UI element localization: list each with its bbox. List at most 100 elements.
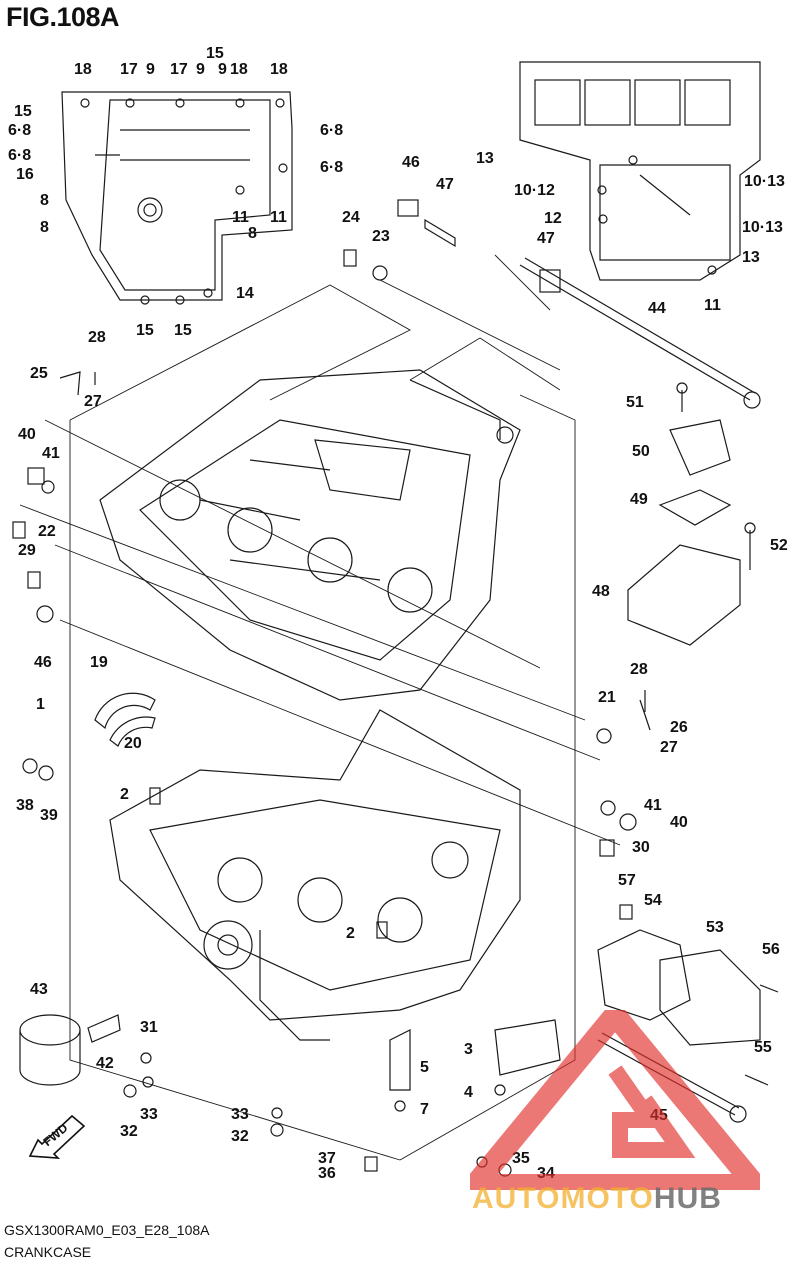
callout-label: 4: [464, 1084, 473, 1101]
callout-label: 15: [14, 103, 32, 120]
callout-label: 8: [40, 219, 49, 236]
callout-label: 43: [30, 981, 48, 998]
callout-label: 55: [754, 1039, 772, 1056]
callout-label: 15: [174, 322, 192, 339]
callout-label: 51: [626, 394, 644, 411]
callout-label: 32: [231, 1128, 249, 1145]
callout-label: 50: [632, 443, 650, 460]
callout-label: 21: [598, 689, 616, 706]
callout-label: 44: [648, 300, 666, 317]
bearing-shells-drawing: [94, 692, 156, 747]
lower-crankcase-drawing: [109, 709, 521, 1041]
callout-label: 38: [16, 797, 34, 814]
callout-label: 13: [476, 150, 494, 167]
figure-name: CRANKCASE: [4, 1244, 92, 1260]
callout-label: 30: [632, 839, 650, 856]
watermark-part-hub: HUB: [653, 1182, 722, 1215]
callout-label: 14: [236, 285, 254, 302]
callout-label: 39: [40, 807, 58, 824]
callout-label: 53: [706, 919, 724, 936]
callout-label: 40: [670, 814, 688, 831]
callout-label: 18: [270, 61, 288, 78]
watermark-part-moto: MOTO: [560, 1182, 654, 1215]
callout-label: 18: [74, 61, 92, 78]
callout-label: 48: [592, 583, 610, 600]
callout-label: 5: [420, 1059, 429, 1076]
oil-pan-drawing: [519, 61, 761, 281]
callout-label: 3: [464, 1041, 473, 1058]
callout-label: 28: [88, 329, 106, 346]
callout-label: 56: [762, 941, 780, 958]
callout-label: 46: [34, 654, 52, 671]
cover-gasket-drawing: [597, 929, 779, 1086]
callout-label: 15: [206, 45, 224, 62]
callout-label: 6·8: [320, 122, 344, 139]
callout-label: 35: [512, 1150, 530, 1167]
callout-label: 17: [170, 61, 188, 78]
callout-label: 57: [618, 872, 636, 889]
callout-label: 41: [644, 797, 662, 814]
callout-label: 27: [84, 393, 102, 410]
callout-label: 1: [36, 696, 45, 713]
callout-label: 2: [120, 786, 129, 803]
callout-label: 41: [42, 445, 60, 462]
callout-label: 9: [218, 61, 227, 78]
callout-label: 54: [644, 892, 662, 909]
callout-label: 25: [30, 365, 48, 382]
callout-label: 10·13: [744, 173, 785, 190]
callout-label: 23: [372, 228, 390, 245]
callout-label: 26: [670, 719, 688, 736]
callout-label: 11: [704, 297, 721, 314]
callout-label: 9: [146, 61, 155, 78]
callout-label: 31: [140, 1019, 158, 1036]
callout-label: 32: [120, 1123, 138, 1140]
callout-label: 8: [248, 225, 257, 242]
sleeve-parts-drawing: [397, 199, 561, 293]
callout-label: 37: [318, 1150, 336, 1167]
callout-label: 24: [342, 209, 360, 226]
figure-title: FIG.108A: [6, 2, 120, 32]
long-bolt-44-drawing: [519, 257, 761, 409]
callout-label: 6·8: [320, 159, 344, 176]
callout-label: 46: [402, 154, 420, 171]
watermark-brand: AUTOMOTOHUB: [472, 1182, 722, 1216]
callout-label: 42: [96, 1055, 114, 1072]
forward-arrow-icon: FWD: [28, 1114, 86, 1159]
callout-label: 15: [136, 322, 154, 339]
callout-label: 19: [90, 654, 108, 671]
upper-cover-drawing: [61, 91, 293, 305]
figure-code: GSX1300RAM0_E03_E28_108A: [4, 1222, 210, 1238]
callout-label: 52: [770, 537, 788, 554]
callout-label: 29: [18, 542, 36, 559]
callout-label: 10·12: [514, 182, 555, 199]
callout-label: 22: [38, 523, 56, 540]
callout-label: 6·8: [8, 122, 32, 139]
callout-label: 20: [124, 735, 142, 752]
breather-cover-drawing: [627, 382, 756, 646]
upper-crankcase-drawing: [99, 369, 521, 701]
callout-label: 49: [630, 491, 648, 508]
callout-label: 40: [18, 426, 36, 443]
callout-label: 11: [232, 209, 249, 226]
callout-label: 33: [231, 1106, 249, 1123]
small-fasteners-drawing: [12, 249, 651, 1177]
callout-label: 33: [140, 1106, 158, 1123]
oil-filter-drawing: [19, 1014, 121, 1086]
callout-label: 8: [40, 192, 49, 209]
callout-label: 9: [196, 61, 205, 78]
callout-label: 28: [630, 661, 648, 678]
callout-label: 47: [537, 230, 555, 247]
callout-label: 7: [420, 1101, 429, 1118]
callout-label: 11: [270, 209, 287, 226]
watermark-triangle-logo: [470, 1010, 760, 1190]
callout-label: 2: [346, 925, 355, 942]
callout-label: 17: [120, 61, 138, 78]
callout-label: 16: [16, 166, 34, 183]
callout-label: 36: [318, 1165, 336, 1182]
callout-label: 10·13: [742, 219, 783, 236]
callout-label: 6·8: [8, 147, 32, 164]
callout-label: 13: [742, 249, 760, 266]
callout-label: 12: [544, 210, 562, 227]
